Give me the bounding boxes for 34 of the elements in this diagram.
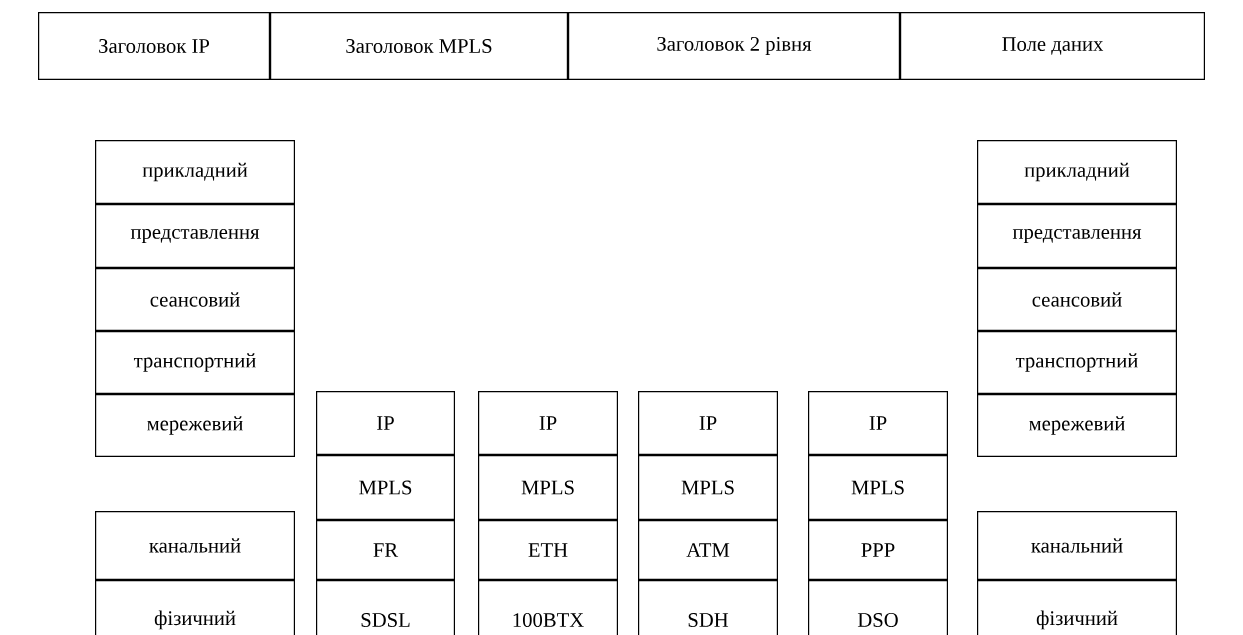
table-cell: MPLS [316,455,455,520]
table-cell: SDSL [316,580,455,635]
table-cell: IP [316,391,455,455]
table-cell: SDH [638,580,778,635]
table-cell: MPLS [638,455,778,520]
table-cell: Заголовок MPLS [270,12,568,80]
table-cell: MPLS [808,455,948,520]
table-cell: Поле даних [900,12,1205,80]
table-cell: PPP [808,520,948,580]
table-cell: прикладний [977,140,1177,204]
table-cell: фізичний [95,580,295,635]
table-cell: сеансовий [95,268,295,331]
table-cell: представлення [977,204,1177,268]
table-cell: мережевий [977,394,1177,457]
table-cell: 100BTX [478,580,618,635]
table-cell: Заголовок 2 рівня [568,12,900,80]
table-cell: транспортний [95,331,295,394]
table-cell: прикладний [95,140,295,204]
table-cell: MPLS [478,455,618,520]
table-cell: транспортний [977,331,1177,394]
table-cell: сеансовий [977,268,1177,331]
table-cell: IP [478,391,618,455]
table-cell: мережевий [95,394,295,457]
table-cell: Заголовок IP [38,12,270,80]
table-cell: FR [316,520,455,580]
table-cell: IP [808,391,948,455]
table-cell: ETH [478,520,618,580]
table-cell: канальний [977,511,1177,580]
table-cell: канальний [95,511,295,580]
table-cell: DSO [808,580,948,635]
table-cell: фізичний [977,580,1177,635]
table-cell: представлення [95,204,295,268]
table-cell: IP [638,391,778,455]
table-cell: ATM [638,520,778,580]
